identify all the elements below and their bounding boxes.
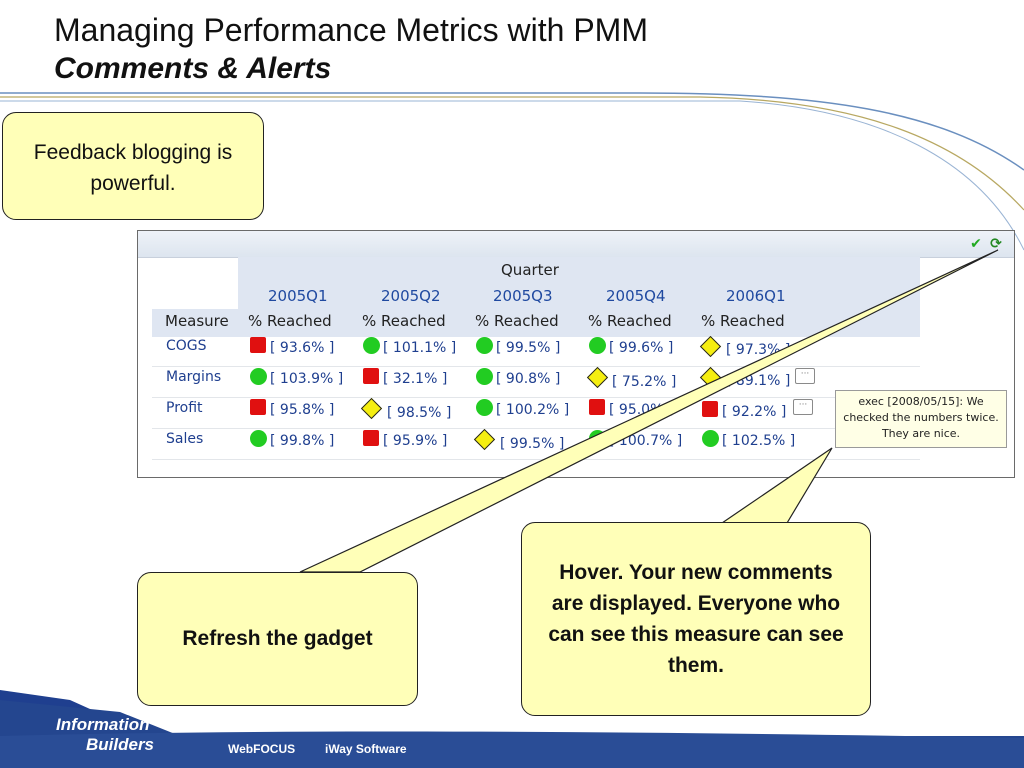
value-cell[interactable]: [ 92.2% ] bbox=[722, 404, 787, 420]
row-divider bbox=[152, 428, 920, 429]
value-cell[interactable]: [ 99.5% ] bbox=[496, 340, 561, 356]
value-cell[interactable]: [ 95.8% ] bbox=[270, 402, 335, 418]
measure-margins[interactable]: Margins bbox=[166, 369, 222, 385]
green-circle-icon bbox=[363, 337, 380, 354]
value-cell[interactable]: [ 99.5% ] bbox=[500, 436, 565, 452]
refresh-icon[interactable]: ⟳ bbox=[990, 236, 1002, 252]
measure-header: Measure bbox=[165, 312, 229, 330]
quarter-header[interactable]: 2006Q1 bbox=[726, 287, 786, 305]
slide-title: Managing Performance Metrics with PMM bbox=[54, 12, 648, 48]
measure-cogs[interactable]: COGS bbox=[166, 338, 207, 354]
header-shade bbox=[238, 257, 920, 337]
value-cell[interactable]: [ 75.2% ] bbox=[612, 374, 677, 390]
check-icon[interactable]: ✔ bbox=[970, 236, 982, 252]
value-cell[interactable]: [ 101.1% ] bbox=[383, 340, 457, 356]
red-square-icon bbox=[589, 399, 605, 415]
green-circle-icon bbox=[476, 399, 493, 416]
callout-feedback: Feedback blogging is powerful. bbox=[2, 112, 264, 220]
metric-header: % Reached bbox=[362, 312, 446, 330]
value-cell[interactable]: [ 90.8% ] bbox=[496, 371, 561, 387]
red-square-icon bbox=[363, 368, 379, 384]
red-square-icon bbox=[250, 337, 266, 353]
metric-header: % Reached bbox=[701, 312, 785, 330]
comment-icon[interactable]: ··· bbox=[795, 368, 815, 384]
callout-refresh: Refresh the gadget bbox=[137, 572, 418, 706]
metric-header: % Reached bbox=[588, 312, 672, 330]
comment-icon[interactable]: ··· bbox=[793, 399, 813, 415]
red-square-icon bbox=[702, 401, 718, 417]
row-divider bbox=[152, 366, 920, 367]
callout-hover: Hover. Your new comments are displayed. … bbox=[521, 522, 871, 716]
value-cell[interactable]: [ 95.9% ] bbox=[383, 433, 448, 449]
measure-sales[interactable]: Sales bbox=[166, 431, 204, 447]
value-cell[interactable]: [ 32.1% ] bbox=[383, 371, 448, 387]
value-cell[interactable]: [ 99.8% ] bbox=[270, 433, 335, 449]
red-square-icon bbox=[250, 399, 266, 415]
green-circle-icon bbox=[476, 337, 493, 354]
green-circle-icon bbox=[250, 368, 267, 385]
comment-tooltip: exec [2008/05/15]: We checked the number… bbox=[835, 390, 1007, 448]
quarter-header[interactable]: 2005Q1 bbox=[268, 287, 328, 305]
slide-subtitle: Comments & Alerts bbox=[54, 52, 332, 85]
footer-product-iway: iWay Software bbox=[325, 742, 407, 756]
quarter-header[interactable]: 2005Q4 bbox=[606, 287, 666, 305]
logo-line2: Builders bbox=[86, 735, 155, 754]
footer-product-webfocus: WebFOCUS bbox=[228, 742, 296, 756]
green-circle-icon bbox=[476, 368, 493, 385]
quarter-header[interactable]: 2005Q3 bbox=[493, 287, 553, 305]
green-circle-icon bbox=[589, 337, 606, 354]
logo-line1: Information bbox=[56, 715, 150, 734]
value-cell[interactable]: [ 98.5% ] bbox=[387, 405, 452, 421]
value-cell[interactable]: [ 100.2% ] bbox=[496, 402, 570, 418]
row-divider bbox=[152, 397, 920, 398]
value-cell[interactable]: [ 99.6% ] bbox=[609, 340, 674, 356]
red-square-icon bbox=[363, 430, 379, 446]
value-cell[interactable]: [ 103.9% ] bbox=[270, 371, 344, 387]
metric-header: % Reached bbox=[248, 312, 332, 330]
quarter-header[interactable]: 2005Q2 bbox=[381, 287, 441, 305]
value-cell[interactable]: [ 93.6% ] bbox=[270, 340, 335, 356]
green-circle-icon bbox=[250, 430, 267, 447]
green-circle-icon bbox=[702, 430, 719, 447]
measure-profit[interactable]: Profit bbox=[166, 400, 203, 416]
value-cell[interactable]: [ 102.5% ] bbox=[722, 433, 796, 449]
measure-header-bg bbox=[152, 309, 238, 337]
group-header: Quarter bbox=[501, 261, 559, 279]
metric-header: % Reached bbox=[475, 312, 559, 330]
pmm-gadget: ✔ ⟳ Quarter 2005Q1 2005Q2 2005Q3 2005Q4 … bbox=[137, 230, 1015, 478]
row-divider bbox=[152, 459, 920, 460]
